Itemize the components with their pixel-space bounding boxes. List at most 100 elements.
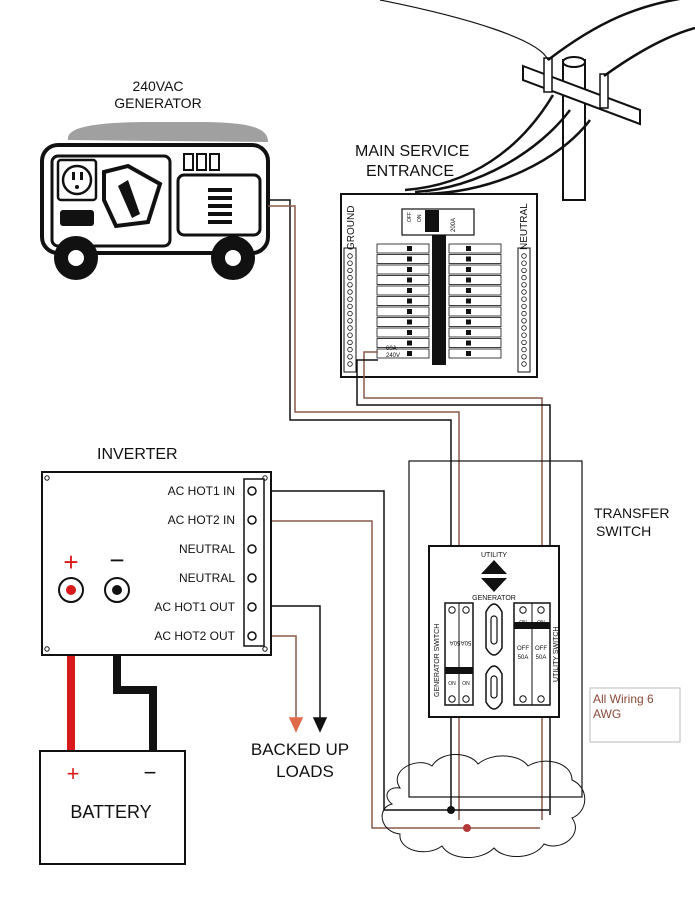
transfer-switch-title-line2: SWITCH — [596, 523, 651, 539]
utility-position-label: UTILITY — [481, 552, 507, 559]
inverter-title: INVERTER — [97, 446, 178, 463]
neutral-bar-screw — [521, 303, 527, 310]
generator — [40, 122, 270, 280]
breaker-handle — [407, 277, 412, 283]
breaker-handle — [466, 277, 471, 283]
gen-breaker-on-label-b: ON — [462, 681, 470, 687]
main-breaker-on-label: ON — [417, 214, 423, 222]
generator-title-line1: 240VAC — [132, 78, 183, 94]
wiring-note-line1: All Wiring 6 — [593, 692, 654, 706]
gen-breaker-rating-label-b: 50A — [461, 639, 472, 645]
branch-breaker — [448, 338, 502, 348]
neutral-bar-screw — [521, 253, 527, 259]
loads-label-line1: BACKED UP — [251, 740, 349, 759]
inverter-negative-symbol: − — [109, 545, 124, 575]
breaker-handle — [407, 298, 412, 304]
main-breaker-handle — [425, 210, 439, 232]
service-entrance-title-line2: ENTRANCE — [366, 163, 454, 180]
battery — [39, 750, 186, 865]
transfer-switch-enclosure — [408, 460, 583, 798]
branch-breaker — [376, 243, 430, 254]
wiring-note-line2: AWG — [593, 707, 621, 721]
transfer-switch-panel — [428, 545, 560, 718]
service-entrance-title-line1: MAIN SERVICE — [355, 143, 469, 160]
main-breaker-rating-label: 200A — [451, 218, 457, 232]
neutral-bar-screw — [521, 346, 527, 353]
battery-title: BATTERY — [70, 802, 151, 822]
feeder-breaker-line1: 60A — [386, 346, 397, 352]
breaker-handle — [466, 288, 471, 293]
neutral-bar — [517, 247, 531, 373]
generator-switch-label: GENERATOR SWITCH — [434, 624, 441, 697]
branch-breaker — [376, 338, 430, 348]
ground-bar-screw — [347, 332, 353, 338]
branch-breaker — [376, 348, 430, 359]
util-breaker-rating-label-b: 50A — [536, 655, 547, 661]
breaker-handle — [407, 256, 412, 262]
wiring-note — [589, 687, 681, 743]
generator-title-line2: GENERATOR — [114, 95, 201, 111]
neutral-bar-screw — [521, 325, 527, 331]
inverter-terminal-label: AC HOT1 IN — [168, 484, 235, 498]
breaker-handle — [407, 288, 412, 293]
breaker-handle — [407, 351, 412, 356]
branch-breaker — [376, 264, 430, 275]
transfer-switch-title-line1: TRANSFER — [594, 505, 669, 521]
neutral-bar-screw — [521, 267, 527, 274]
ground-bar — [343, 247, 357, 373]
branch-breaker — [448, 317, 502, 327]
ground-bar-screw — [347, 354, 353, 360]
ground-bar-screw — [347, 267, 353, 274]
neutral-bar-screw — [521, 354, 527, 360]
branch-breaker — [376, 317, 430, 327]
inverter-terminal-label: AC HOT1 OUT — [154, 600, 235, 614]
utility-switch-label: UTILITY SWITCH — [553, 627, 560, 682]
neutral-bar-screw — [521, 339, 527, 346]
branch-breaker — [448, 296, 502, 306]
breaker-handle — [466, 256, 471, 262]
branch-breaker — [448, 264, 502, 275]
breaker-handle — [407, 309, 412, 314]
neutral-junction-dot — [447, 806, 455, 814]
util-breaker-on-label-a: ON — [519, 620, 527, 626]
ground-bar-screw — [347, 253, 353, 259]
gen-breaker-on-label-a: ON — [448, 681, 456, 687]
ground-bar-screw — [347, 282, 353, 288]
neutral-bar-screw — [521, 260, 527, 266]
ground-bar-screw — [347, 274, 353, 281]
util-breaker-on-label-b: ON — [537, 620, 545, 626]
branch-breaker — [376, 275, 430, 285]
battery-negative-symbol: − — [144, 760, 157, 785]
neutral-bar-screw — [521, 282, 527, 288]
branch-breaker — [448, 285, 502, 296]
neutral-bar-screw — [521, 318, 527, 324]
branch-breaker — [376, 306, 430, 317]
terminal-screw — [247, 573, 257, 583]
main-breaker-off-label: OFF — [407, 212, 413, 222]
breaker-handle — [466, 246, 471, 251]
breaker-handle — [407, 246, 412, 251]
inverter-terminal-label: AC HOT2 IN — [168, 513, 235, 527]
loads-label-line2: LOADS — [276, 762, 334, 781]
neutral-bar-screw — [521, 289, 527, 295]
breaker-handle — [466, 351, 471, 356]
neutral-bar-screw — [521, 361, 527, 367]
util-breaker-off-label-a: OFF — [517, 646, 529, 652]
breaker-handle — [407, 330, 412, 335]
bus-bar — [432, 235, 446, 365]
battery-positive-symbol: + — [67, 761, 80, 786]
inverter — [41, 471, 272, 656]
ground-bar-screw — [347, 325, 353, 331]
ground-bar-screw — [347, 346, 353, 353]
utility-pole — [379, 0, 695, 201]
ground-bar-screw — [347, 339, 353, 346]
branch-breaker — [448, 243, 502, 254]
ground-bar-screw — [347, 310, 353, 317]
breaker-handle — [466, 309, 471, 314]
branch-breaker — [448, 306, 502, 317]
breaker-handle — [407, 340, 412, 346]
util-breaker-rating-label-a: 50A — [518, 655, 529, 661]
inverter-positive-symbol: + — [63, 547, 78, 577]
ground-bar-screw — [347, 260, 353, 266]
